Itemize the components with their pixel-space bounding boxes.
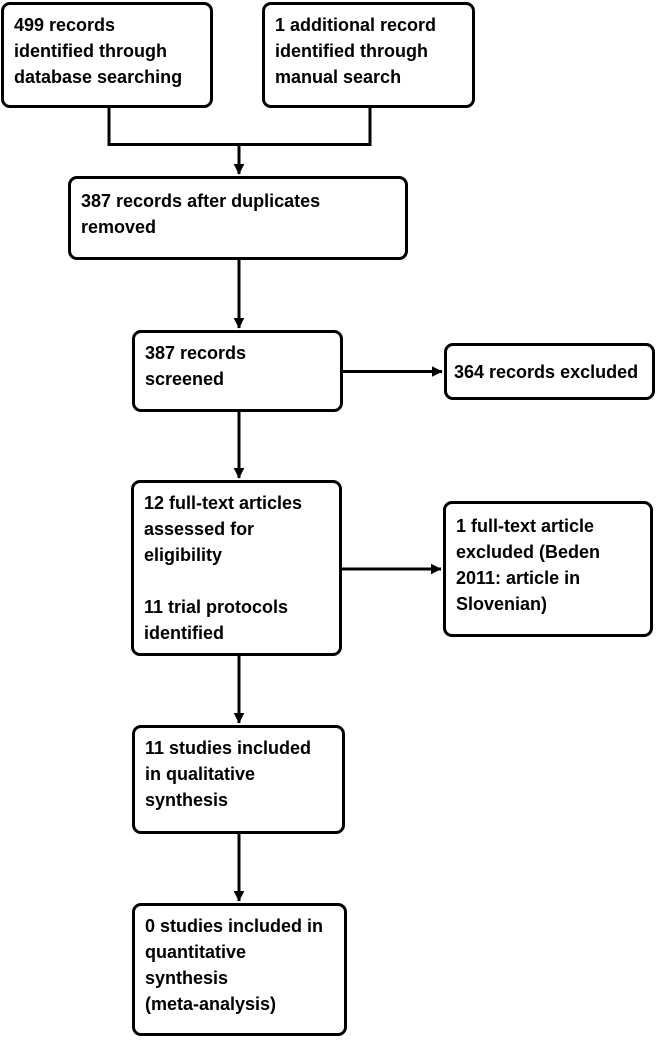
node-qualitative-synthesis: 11 studies included in qualitative synth… [132,725,345,834]
node-fulltext-excluded: 1 full-text article excluded (Beden 2011… [443,501,653,637]
edge-merge-bracket [107,108,372,146]
node-records-excluded: 364 records excluded [444,343,655,400]
node-records-identified-database: 499 records identified through database … [1,2,213,108]
node-records-identified-manual: 1 additional record identified through m… [262,2,475,108]
node-quantitative-synthesis: 0 studies included in quantitative synth… [132,903,347,1036]
node-records-screened: 387 records screened [132,330,343,412]
node-fulltext-assessed: 12 full-text articles assessed for eligi… [131,480,342,656]
node-records-after-duplicates: 387 records after duplicates removed [68,176,408,260]
